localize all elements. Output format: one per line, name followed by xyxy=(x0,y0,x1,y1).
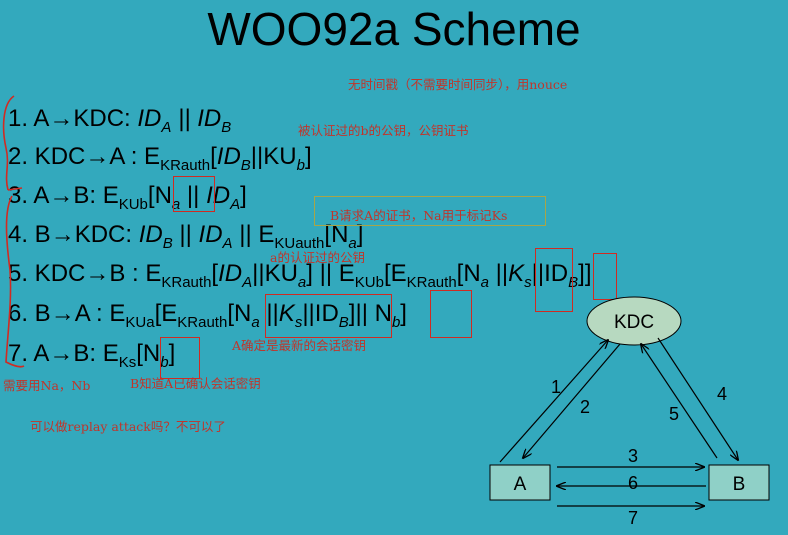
protocol-step-6: 6. B→A : EKUa[EKRauth[Na ||Ks||IDB]|| Nb… xyxy=(8,300,407,331)
red-bracket-bottom xyxy=(5,195,25,368)
a-node-label: A xyxy=(514,474,527,495)
arrow-label-7: 7 xyxy=(628,508,638,528)
protocol-step-2: 2. KDC→A : EKRauth[IDB||KUb] xyxy=(8,143,312,174)
page-title: WOO92a Scheme xyxy=(207,3,581,55)
a-node xyxy=(489,464,551,501)
note-a-confirms-fresh-key: A确定是最新的会话密钥 xyxy=(232,338,367,353)
protocol-step-1: 1. A→KDC: IDA || IDB xyxy=(8,105,232,136)
highlight-note-step3 xyxy=(314,196,546,226)
arrow-4-b-to-kdc xyxy=(657,337,738,460)
kdc-node xyxy=(586,296,682,346)
arrow-1-a-to-kdc xyxy=(499,340,608,463)
note-replay-question: 可以做replay attack吗？不可以了 xyxy=(30,419,226,434)
note-b-requests-cert: B请求A的证书，Na用于标记Ks xyxy=(330,208,508,223)
arrow-label-3: 3 xyxy=(628,446,638,466)
highlight-na-ks-step6 xyxy=(265,294,392,338)
red-bracket-top xyxy=(2,95,15,191)
highlight-na-step5 xyxy=(535,248,573,312)
red-bracket-tick xyxy=(7,187,23,191)
b-node-label: B xyxy=(733,474,746,495)
highlight-ks-step5 xyxy=(593,253,617,300)
b-node xyxy=(708,464,770,501)
highlight-nb-step7 xyxy=(160,337,200,379)
note-need-nonces: 需要用Na，Nb xyxy=(3,378,91,393)
arrow-label-6: 6 xyxy=(628,473,638,493)
protocol-step-5: 5. KDC→B : EKRauth[IDA||KUa] || EKUb[EKR… xyxy=(8,260,592,291)
note-certified-b-key: 被认证过的b的公钥，公钥证书 xyxy=(298,123,469,138)
kdc-node-label: KDC xyxy=(614,312,654,333)
arrow-label-2: 2 xyxy=(580,397,590,417)
arrow-5-kdc-to-b xyxy=(641,344,718,459)
arrow-label-4: 4 xyxy=(717,384,727,404)
highlight-na-step3 xyxy=(173,176,215,212)
protocol-step-7: 7. A→B: EKs[Nb] xyxy=(8,340,176,371)
note-no-timestamp: 无时间戳（不需要时间同步），用nouce xyxy=(348,77,568,92)
arrow-2-kdc-to-a xyxy=(523,343,621,458)
note-b-knows-confirmed: B知道A已确认会话密钥 xyxy=(130,376,261,391)
highlight-nb-step6 xyxy=(430,290,472,338)
protocol-step-3: 3. A→B: EKUb[Na || IDA] xyxy=(8,182,247,213)
arrow-label-5: 5 xyxy=(669,404,679,424)
arrow-label-1: 1 xyxy=(551,377,561,397)
note-certified-a-key: a的认证过的公钥 xyxy=(270,250,365,265)
